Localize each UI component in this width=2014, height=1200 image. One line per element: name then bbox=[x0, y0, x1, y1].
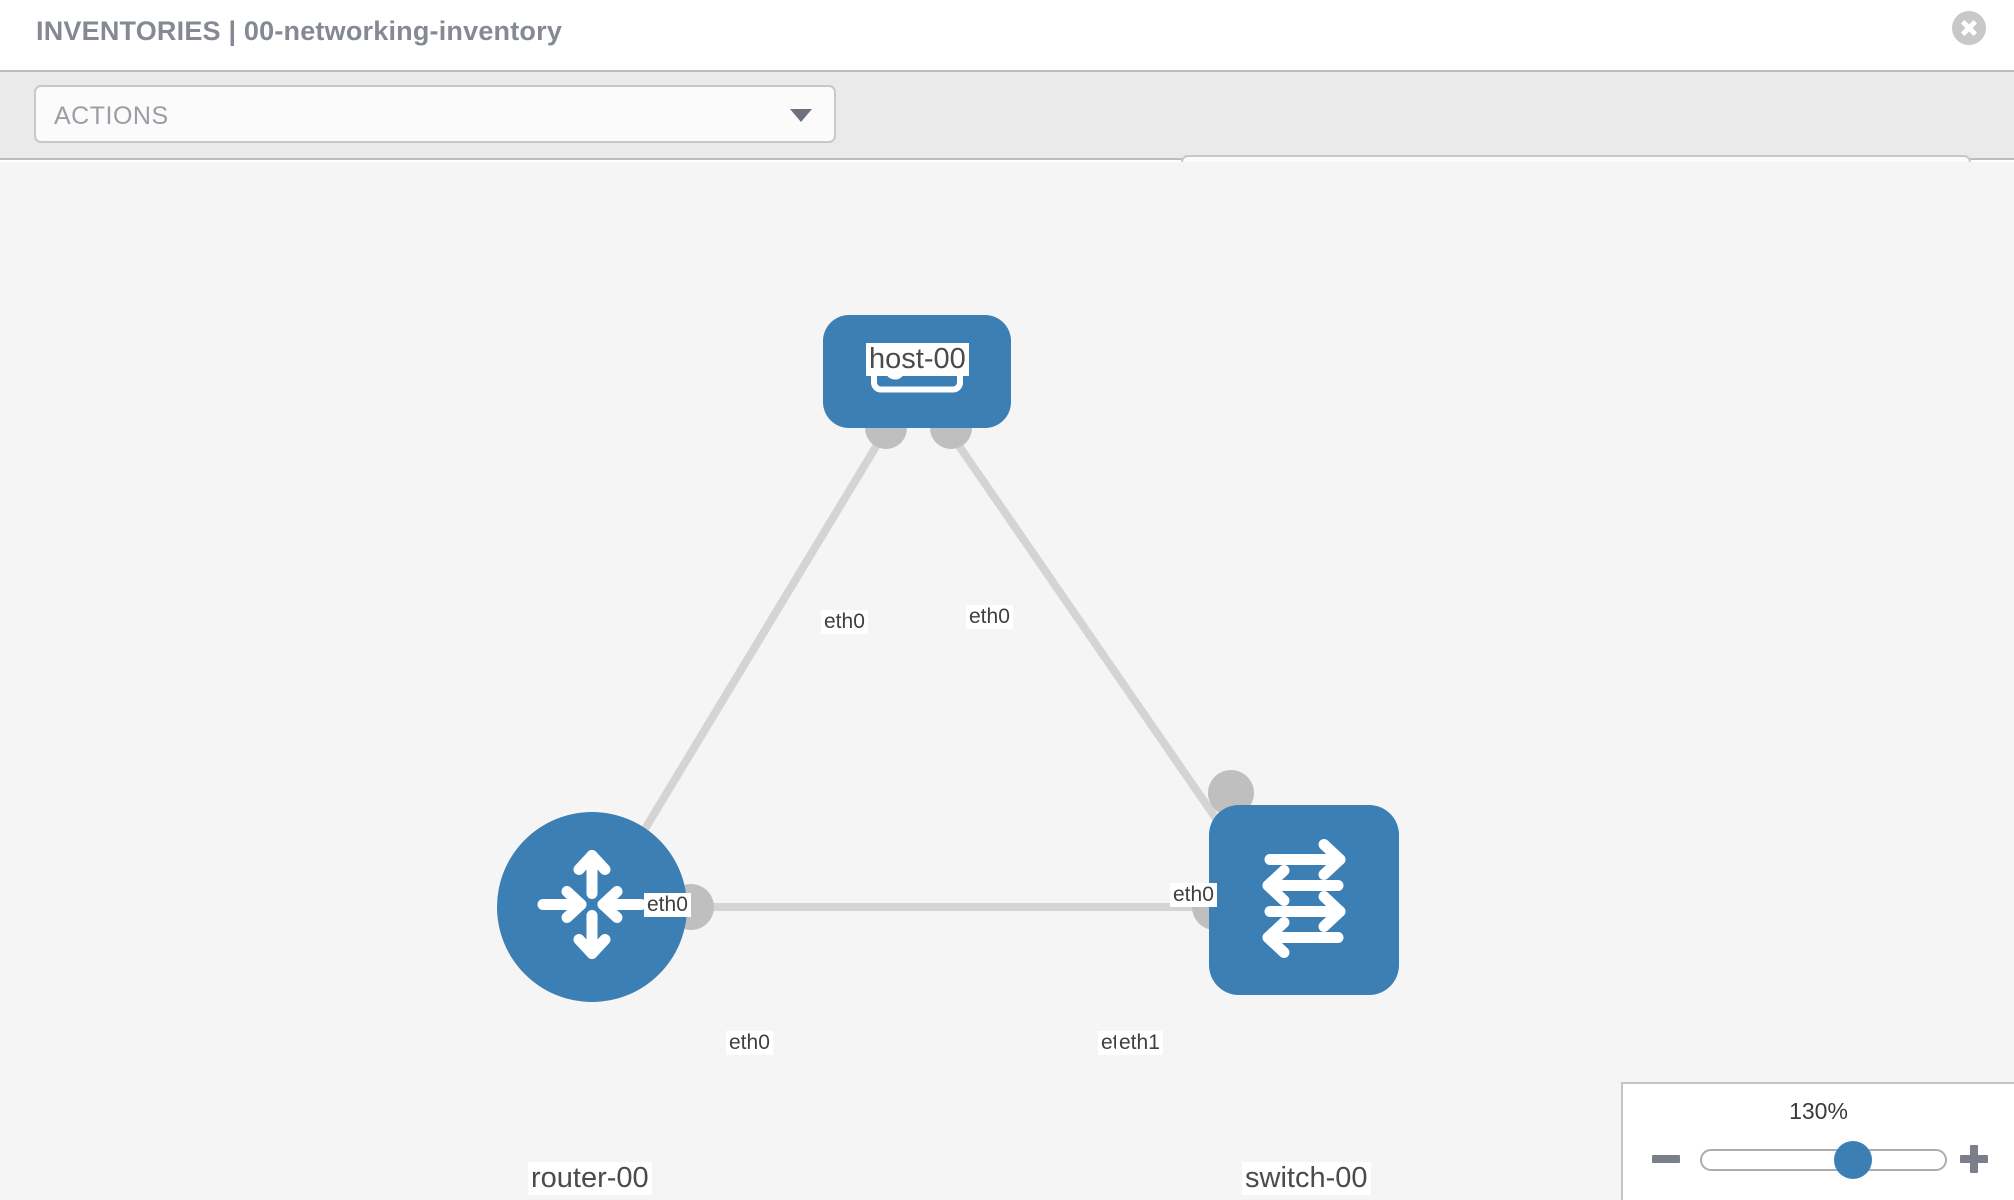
zoom-slider-thumb[interactable] bbox=[1833, 1141, 1872, 1179]
iface-label-router-right: eth0 bbox=[726, 1031, 773, 1056]
node-label-host-00: host-00 bbox=[866, 343, 969, 376]
topology-edges bbox=[621, 427, 1250, 911]
router-arrows-icon bbox=[529, 842, 655, 973]
switch-arrows-icon bbox=[1242, 836, 1366, 965]
toolbar: ACTIONS SEARCH bbox=[0, 70, 2014, 213]
zoom-slider[interactable] bbox=[1700, 1141, 1947, 1179]
zoom-in-button[interactable] bbox=[1957, 1142, 1991, 1176]
actions-dropdown[interactable]: ACTIONS bbox=[34, 85, 836, 143]
zoom-slider-row bbox=[1623, 1136, 2014, 1182]
iface-label-host-left: eth0 bbox=[821, 610, 868, 635]
zoom-control-panel: 130% bbox=[1621, 1082, 2014, 1200]
iface-label-host-right: eth0 bbox=[966, 605, 1013, 630]
minus-icon bbox=[1652, 1155, 1680, 1163]
node-label-switch-00: switch-00 bbox=[1242, 1162, 1371, 1195]
edge-host-switch bbox=[944, 427, 1250, 865]
zoom-level-value: 130% bbox=[1789, 1098, 1848, 1124]
topology-canvas[interactable]: host-00 router-00 switch-00 eth0 eth0 et… bbox=[0, 162, 2014, 1200]
iface-label-switch-left: eth1 bbox=[1116, 1031, 1163, 1056]
zoom-out-button[interactable] bbox=[1649, 1142, 1683, 1176]
chevron-down-icon bbox=[790, 109, 812, 122]
actions-dropdown-label: ACTIONS bbox=[54, 102, 169, 130]
node-switch-00[interactable] bbox=[1209, 805, 1399, 995]
plus-icon-vertical bbox=[1970, 1145, 1978, 1173]
node-label-router-00: router-00 bbox=[528, 1162, 652, 1195]
close-icon[interactable] bbox=[1952, 11, 1986, 45]
edge-host-router bbox=[621, 427, 890, 865]
iface-label-switch-up: eth0 bbox=[1170, 883, 1217, 908]
page-header: INVENTORIES | 00-networking-inventory bbox=[0, 0, 2014, 70]
page-title: INVENTORIES | 00-networking-inventory bbox=[36, 16, 563, 46]
iface-label-router-up: eth0 bbox=[644, 893, 691, 918]
